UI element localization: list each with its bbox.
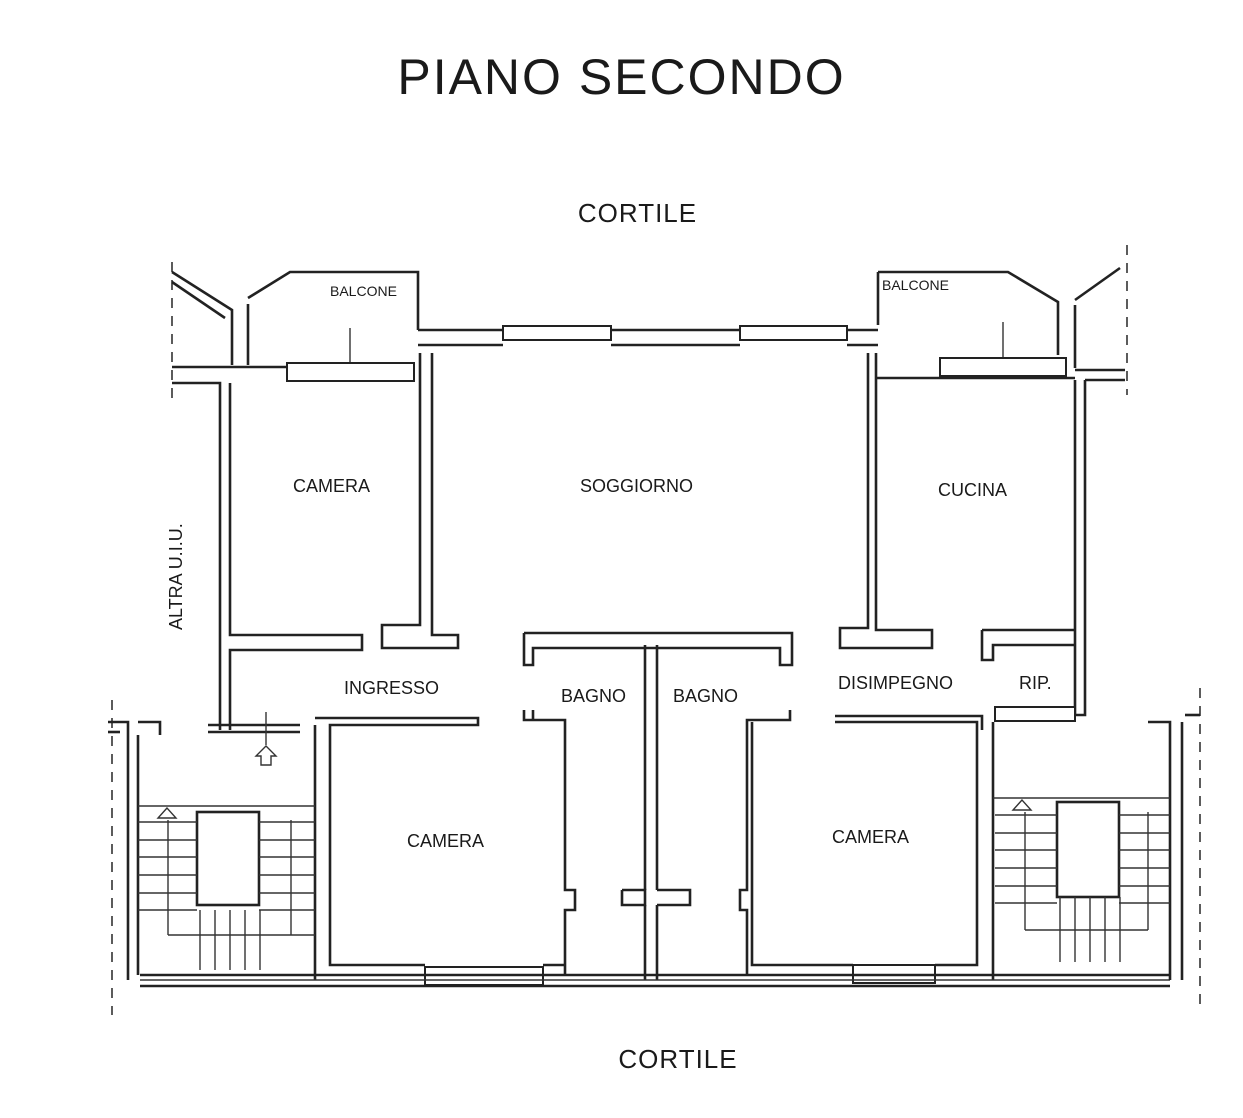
- outer-walls: [172, 325, 1125, 730]
- central-partition: [620, 645, 692, 980]
- room-label-cucina: CUCINA: [938, 480, 1007, 500]
- soggiorno-walls: [380, 353, 934, 667]
- neighbor-unit-label: ALTRA U.I.U.: [166, 523, 186, 630]
- room-label-balcone-right: BALCONE: [882, 277, 949, 293]
- room-label-soggiorno: SOGGIORNO: [580, 476, 693, 496]
- cucina-walls: [876, 376, 1076, 722]
- bottom-facade: [140, 973, 1170, 988]
- room-label-camera-bottom-right: CAMERA: [832, 827, 909, 847]
- left-staircase: [108, 720, 315, 980]
- room-label-balcone-left: BALCONE: [330, 283, 397, 299]
- right-staircase: [993, 713, 1200, 980]
- room-label-bagno-left: BAGNO: [561, 686, 626, 706]
- room-label-camera-bottom-left: CAMERA: [407, 831, 484, 851]
- room-label-ripostiglio: RIP.: [1019, 673, 1052, 693]
- room-label-camera-top-left: CAMERA: [293, 476, 370, 496]
- entrance-arrow-icon: [254, 712, 278, 766]
- right-balcony: [876, 266, 1121, 377]
- plan-title: PIANO SECONDO: [397, 49, 846, 105]
- lower-walls: [208, 714, 995, 986]
- room-label-bagno-right: BAGNO: [673, 686, 738, 706]
- top-side-label: CORTILE: [577, 198, 698, 228]
- bathroom-walls: [522, 710, 792, 975]
- room-label-disimpegno: DISIMPEGNO: [838, 673, 953, 693]
- bottom-side-label: CORTILE: [618, 1044, 738, 1074]
- left-balcony: [171, 270, 420, 382]
- room-label-ingresso: INGRESSO: [344, 678, 439, 698]
